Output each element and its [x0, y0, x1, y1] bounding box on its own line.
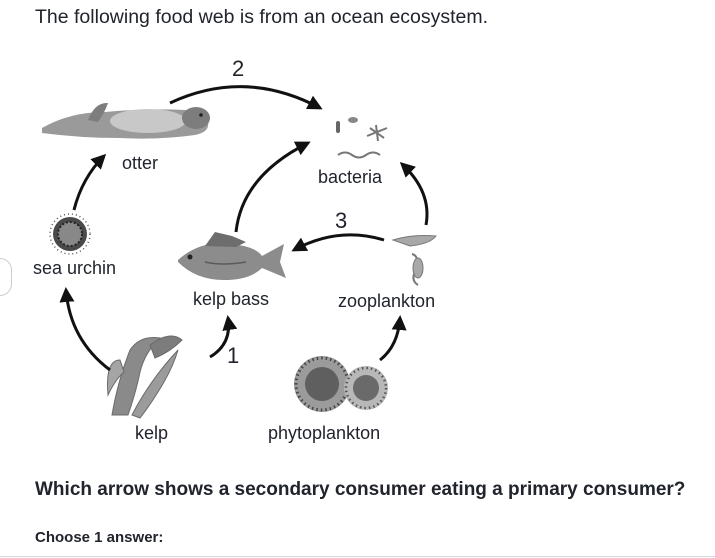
otter-illustration	[42, 102, 210, 139]
label-sea-urchin: sea urchin	[33, 258, 116, 278]
arrow-urchin-to-otter	[72, 153, 107, 211]
phytoplankton-illustration	[294, 356, 388, 412]
kelp-illustration	[107, 335, 183, 419]
arrow-1-kelp-to-bass	[209, 315, 238, 359]
zooplankton-illustration	[391, 235, 437, 286]
sea-urchin-illustration	[49, 213, 91, 255]
choose-prompt: Choose 1 answer:	[35, 529, 164, 546]
arrow-zooplankton-to-bacteria	[399, 161, 429, 226]
label-phytoplankton: phytoplankton	[268, 423, 380, 443]
arrow-kelp-to-urchin	[59, 287, 111, 372]
label-zooplankton: zooplankton	[338, 291, 435, 311]
question-text: Which arrow shows a secondary consumer e…	[35, 479, 686, 500]
arrow-2-otter-to-bacteria	[169, 85, 323, 110]
label-bacteria: bacteria	[318, 167, 383, 187]
label-kelp-bass: kelp bass	[193, 289, 269, 309]
arrow-bass-to-bacteria	[234, 141, 311, 233]
arrow-number-3: 3	[335, 208, 347, 233]
arrow-number-2: 2	[232, 56, 244, 81]
arrow-number-1: 1	[227, 343, 239, 368]
divider	[0, 556, 715, 557]
intro-text: The following food web is from an ocean …	[35, 6, 489, 28]
food-web-diagram: 2 3 1 otter bacteria sea urchin kelp bas…	[33, 56, 437, 443]
label-otter: otter	[122, 153, 158, 173]
label-kelp: kelp	[135, 423, 168, 443]
arrow-phytoplankton-to-zooplankton	[379, 315, 407, 362]
bacteria-illustration	[336, 117, 388, 159]
arrow-3-zooplankton-to-bass	[291, 233, 385, 252]
kelp-bass-illustration	[178, 232, 286, 280]
